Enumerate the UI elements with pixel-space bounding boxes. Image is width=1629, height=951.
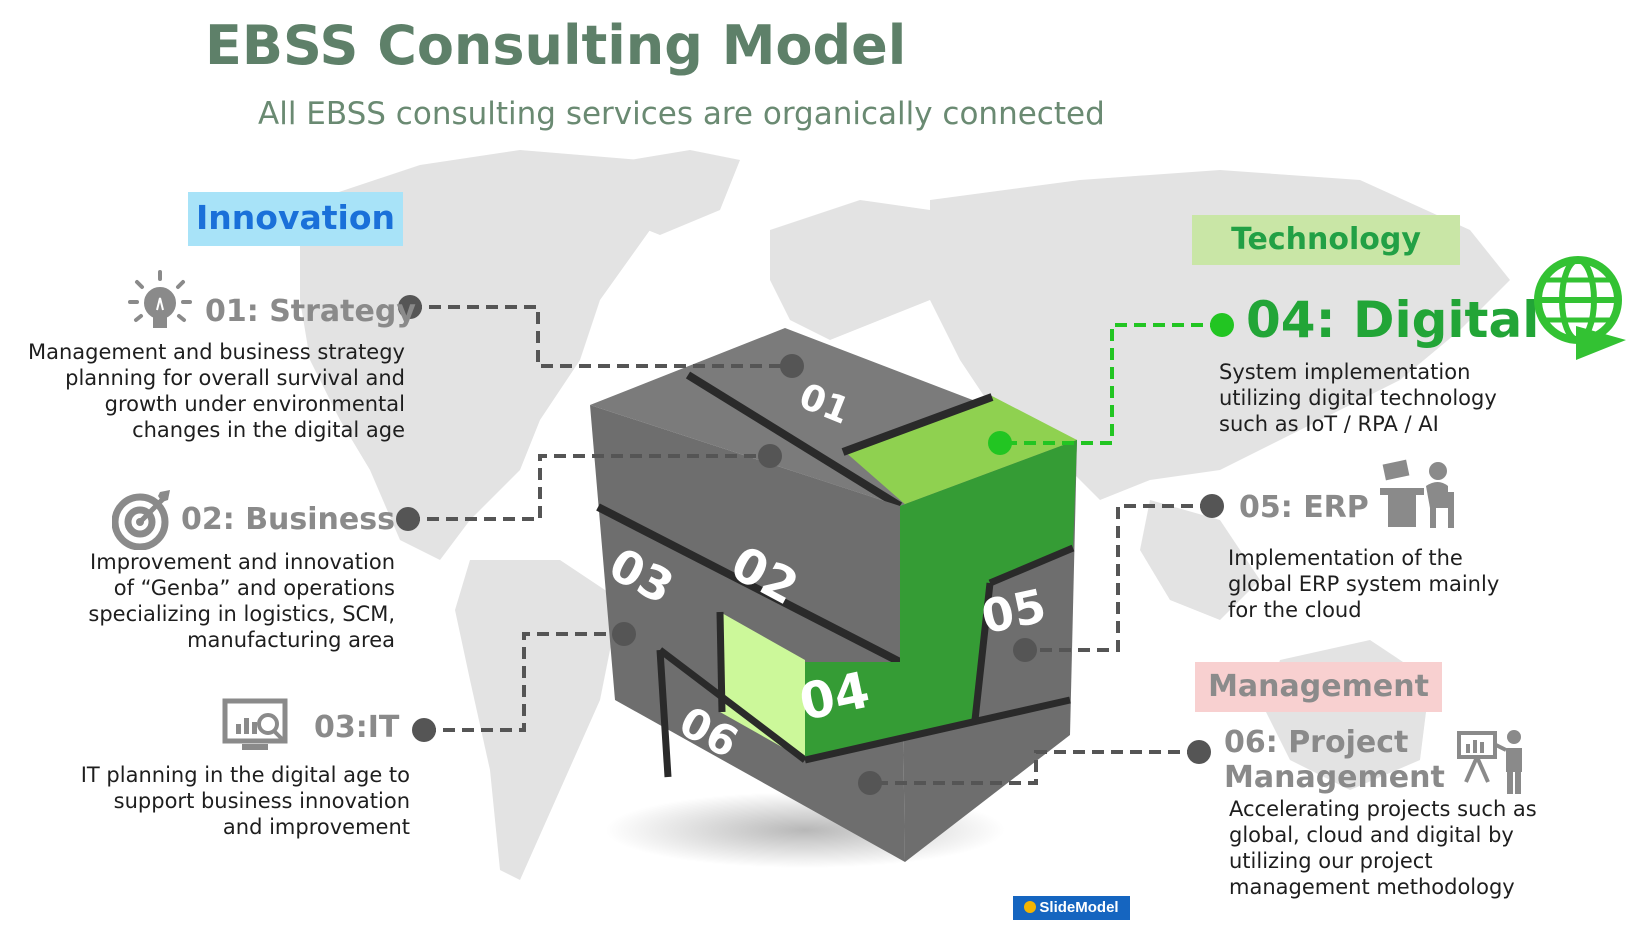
service-03-title: 03:IT <box>314 710 400 745</box>
service-03-desc-line: IT planning in the digital age to <box>80 763 410 787</box>
connector-dot-04-start <box>1210 313 1234 337</box>
service-03-desc-line: and improvement <box>222 815 410 839</box>
service-05-desc-line: for the cloud <box>1228 598 1362 622</box>
service-04-description: System implementation utilizing digital … <box>1219 359 1579 437</box>
service-02-desc-line: specializing in logistics, SCM, <box>88 602 395 626</box>
monitor-analytics-icon <box>222 698 288 750</box>
slidemodel-logo: SlideModel <box>1013 896 1130 920</box>
connector-dot-06-start <box>1187 740 1211 764</box>
connector-dot-06-end <box>858 771 882 795</box>
cube-green-block <box>805 440 1077 760</box>
connector-dot-04-end <box>988 431 1012 455</box>
cube-top-seam-2 <box>841 393 994 456</box>
service-06-description: Accelerating projects such as global, cl… <box>1229 796 1609 900</box>
category-innovation: Innovation <box>188 192 403 246</box>
service-05-desc-line: global ERP system mainly <box>1228 572 1500 596</box>
cube-right-seam-1 <box>988 544 1075 587</box>
cube-top-seam <box>685 371 903 510</box>
logo-mark-icon <box>1024 901 1037 913</box>
connector-02 <box>408 454 770 521</box>
cube-top-green-block <box>843 396 1077 506</box>
service-01-description: Management and business strategy plannin… <box>10 339 405 443</box>
service-04-desc-line: utilizing digital technology <box>1219 386 1497 410</box>
logo-text: SlideModel <box>1039 899 1119 916</box>
person-at-desk-icon <box>1380 459 1454 528</box>
service-05-desc-line: Implementation of the <box>1228 546 1463 570</box>
southeast-asia-shape <box>1140 500 1260 620</box>
service-02-desc-line: Improvement and innovation <box>90 550 395 574</box>
service-03-description: IT planning in the digital age to suppor… <box>20 762 410 840</box>
cube-label-04: 04 <box>794 661 874 732</box>
connector-dot-02-start <box>396 507 420 531</box>
cube-pale-green-block <box>720 612 805 760</box>
cube-label-05: 05 <box>977 578 1051 644</box>
south-america-shape <box>455 560 620 880</box>
service-04-title: 04: Digital <box>1246 291 1540 349</box>
connector-06 <box>870 750 1199 785</box>
service-02-desc-line: of “Genba” and operations <box>113 576 395 600</box>
connector-dot-01-start <box>398 295 422 319</box>
cube-right-seam-2 <box>971 582 994 721</box>
service-05-description: Implementation of the global ERP system … <box>1228 545 1578 623</box>
service-01-desc-line: Management and business strategy <box>28 340 405 364</box>
service-05-title: 05: ERP <box>1239 490 1369 525</box>
cube-left-seam-c <box>656 649 672 778</box>
service-06-desc-line: management methodology <box>1229 875 1515 899</box>
presenter-icon <box>1457 730 1522 794</box>
page-title: EBSS Consulting Model <box>205 14 907 77</box>
connector-dot-02-end <box>758 444 782 468</box>
service-02-description: Improvement and innovation of “Genba” an… <box>20 549 395 653</box>
connector-01 <box>410 305 792 368</box>
service-01-title: 01: Strategy <box>205 294 416 329</box>
service-04-desc-line: such as IoT / RPA / AI <box>1219 412 1439 436</box>
service-06-desc-line: utilizing our project <box>1229 849 1433 873</box>
page-subtitle: All EBSS consulting services are organic… <box>258 96 1105 132</box>
service-01-desc-line: growth under environmental <box>104 392 405 416</box>
target-icon <box>112 490 170 550</box>
category-technology: Technology <box>1192 215 1460 265</box>
connector-05 <box>1025 504 1212 652</box>
service-04-desc-line: System implementation <box>1219 360 1471 384</box>
connector-dot-05-end <box>1013 638 1037 662</box>
service-06-title-line: Management <box>1224 760 1445 795</box>
cube-right-seam-3 <box>804 696 1071 764</box>
europe-shape <box>770 200 960 340</box>
greenland-shape <box>600 150 740 235</box>
lightbulb-icon <box>128 270 192 328</box>
service-02-title: 02: Business <box>181 502 395 537</box>
service-02-desc-line: manufacturing area <box>187 628 395 652</box>
service-01-desc-line: planning for overall survival and <box>65 366 405 390</box>
connector-dot-01-end <box>780 354 804 378</box>
globe-arrow-icon <box>1534 256 1626 360</box>
cube-left-seam-h <box>596 503 902 666</box>
connector-dot-03-end <box>612 622 636 646</box>
service-01-desc-line: changes in the digital age <box>132 418 405 442</box>
service-03-desc-line: support business innovation <box>113 789 410 813</box>
north-america-shape <box>300 150 700 560</box>
service-06-desc-line: global, cloud and digital by <box>1229 823 1514 847</box>
connector-dot-03-start <box>412 718 436 742</box>
service-06-title: 06: Project Management <box>1224 725 1445 795</box>
category-management: Management <box>1195 662 1442 712</box>
cube-left-seam-b <box>657 647 808 763</box>
connector-dot-05-start <box>1200 494 1224 518</box>
service-06-title-line: 06: Project <box>1224 725 1409 760</box>
connector-03 <box>424 632 624 732</box>
service-06-desc-line: Accelerating projects such as <box>1229 797 1537 821</box>
